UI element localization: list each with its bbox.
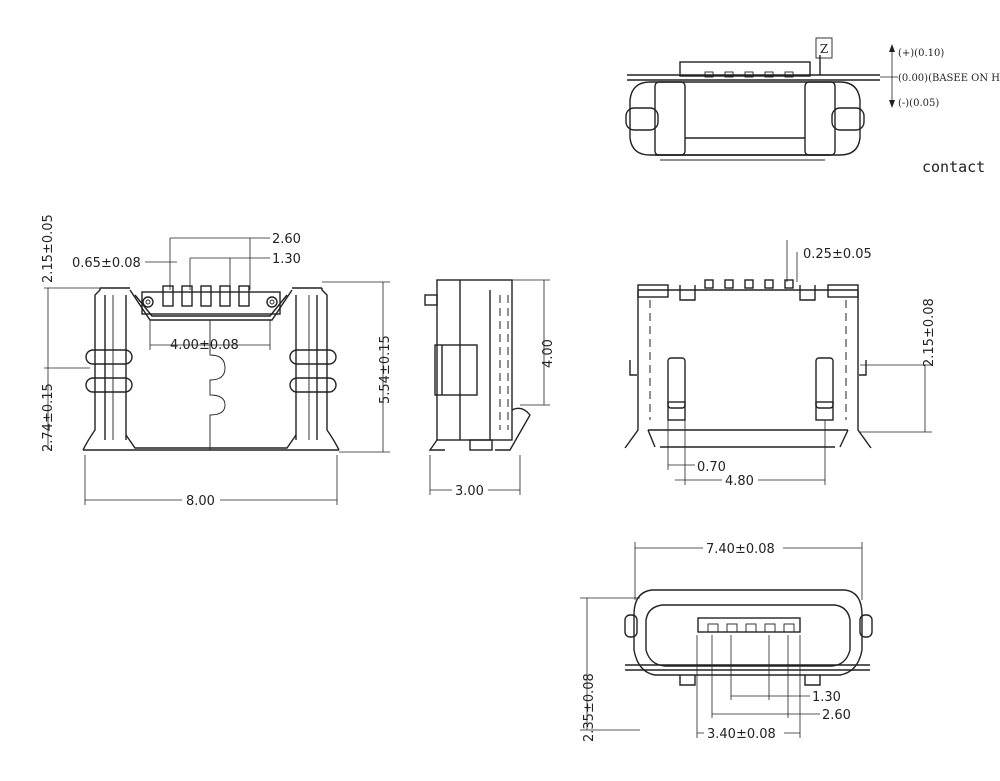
tol-base: (0.00)(BASEE ON H <box>898 73 1000 84</box>
front-view: 2.60 1.30 0.65±0.08 2.15±0.05 4.00±0.08 … <box>41 214 393 509</box>
dim-7-40: 7.40±0.08 <box>706 542 775 557</box>
side-view: 4.00 3.00 <box>424 279 556 499</box>
dim-2-60-e: 2.60 <box>822 708 851 723</box>
dim-0-65: 0.65±0.08 <box>72 256 141 271</box>
dim-2-60: 2.60 <box>272 232 301 247</box>
dim-1-30: 1.30 <box>272 252 301 267</box>
dim-2-15: 2.15±0.05 <box>41 214 56 283</box>
tol-minus: (-)(0.05) <box>898 98 939 109</box>
dim-4-00: 4.00±0.08 <box>170 338 239 353</box>
datum-label: Z <box>820 42 828 56</box>
contact-note: contact <box>922 158 985 176</box>
dim-2-15-b: 2.15±0.08 <box>922 298 937 367</box>
side-dim-4-00: 4.00 <box>541 339 556 368</box>
tol-plus: (+)(0.10) <box>898 48 944 59</box>
end-view: 7.40±0.08 2.35±0.08 1.30 2.60 3.40±0.08 <box>580 540 873 742</box>
dim-2-74: 2.74±0.15 <box>41 383 56 452</box>
top-view: Z (+)(0.10) (0.00)(BASEE ON H (-)(0.05) … <box>625 37 1000 176</box>
dim-2-35: 2.35±0.08 <box>582 673 597 742</box>
datum-box <box>815 37 833 59</box>
dim-3-40: 3.40±0.08 <box>707 727 776 742</box>
dim-0-25: 0.25±0.05 <box>803 247 872 262</box>
dim-8-00: 8.00 <box>186 494 215 509</box>
dim-0-70: 0.70 <box>697 460 726 475</box>
bottom-view: 0.25±0.05 2.15±0.08 0.70 4.80 <box>624 240 937 489</box>
dim-1-30-e: 1.30 <box>812 690 841 705</box>
side-dim-3-00: 3.00 <box>455 484 484 499</box>
dim-4-80: 4.80 <box>725 474 754 489</box>
dim-5-54: 5.54±0.15 <box>378 335 393 404</box>
